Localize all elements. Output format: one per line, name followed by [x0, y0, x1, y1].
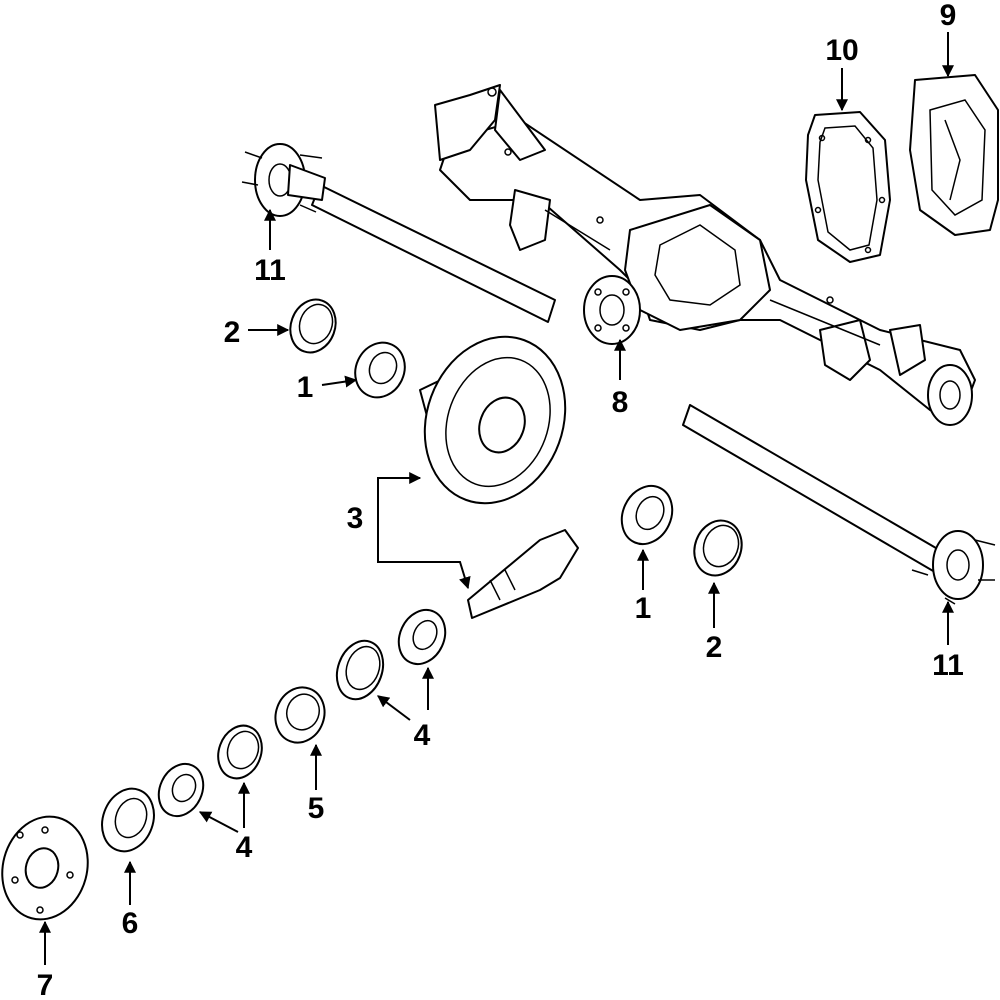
- pinion-race-inner: [335, 639, 385, 701]
- leader-lines: [39, 32, 954, 965]
- callout-9: 9: [940, 0, 957, 32]
- ring-gear-carrier: [419, 335, 567, 505]
- callout-11-upper: 11: [254, 254, 286, 287]
- pinion-gear: [467, 529, 579, 619]
- axle-shaft-lower: [682, 404, 996, 605]
- pinion-bearing-outer: [157, 762, 205, 818]
- callout-10: 10: [825, 34, 858, 67]
- crush-spacer: [274, 686, 326, 744]
- race-left: [289, 298, 337, 354]
- callout-8: 8: [612, 386, 629, 419]
- pinion-seal: [101, 787, 155, 853]
- callout-4-lower: 4: [236, 831, 253, 864]
- callout-7: 7: [37, 969, 54, 1000]
- bearing-right: [620, 484, 674, 546]
- callout-4-upper: 4: [414, 719, 431, 752]
- callout-2-left: 2: [224, 316, 241, 349]
- callout-5: 5: [308, 792, 325, 825]
- race-right: [693, 519, 743, 577]
- axle-housing: [434, 84, 976, 426]
- callout-3: 3: [347, 502, 364, 535]
- bearing-left: [354, 341, 406, 399]
- callout-1-right: 1: [635, 592, 652, 625]
- pinion-bearing-inner: [397, 608, 447, 666]
- pinion-race-outer: [217, 724, 263, 780]
- differential-cover: [909, 74, 999, 236]
- callout-2-right: 2: [706, 631, 723, 664]
- pinion-flange-housing: [583, 275, 641, 345]
- pinion-flange: [1, 815, 89, 921]
- callout-1-left: 1: [297, 371, 314, 404]
- cover-gasket: [805, 111, 891, 263]
- callout-11-lower: 11: [932, 649, 964, 682]
- callout-6: 6: [122, 907, 139, 940]
- axle-shaft-upper: [241, 143, 556, 323]
- callout-labels: 11 2 1 3 8 10 9 1 2 11 4 5 4 6 7: [37, 0, 964, 1000]
